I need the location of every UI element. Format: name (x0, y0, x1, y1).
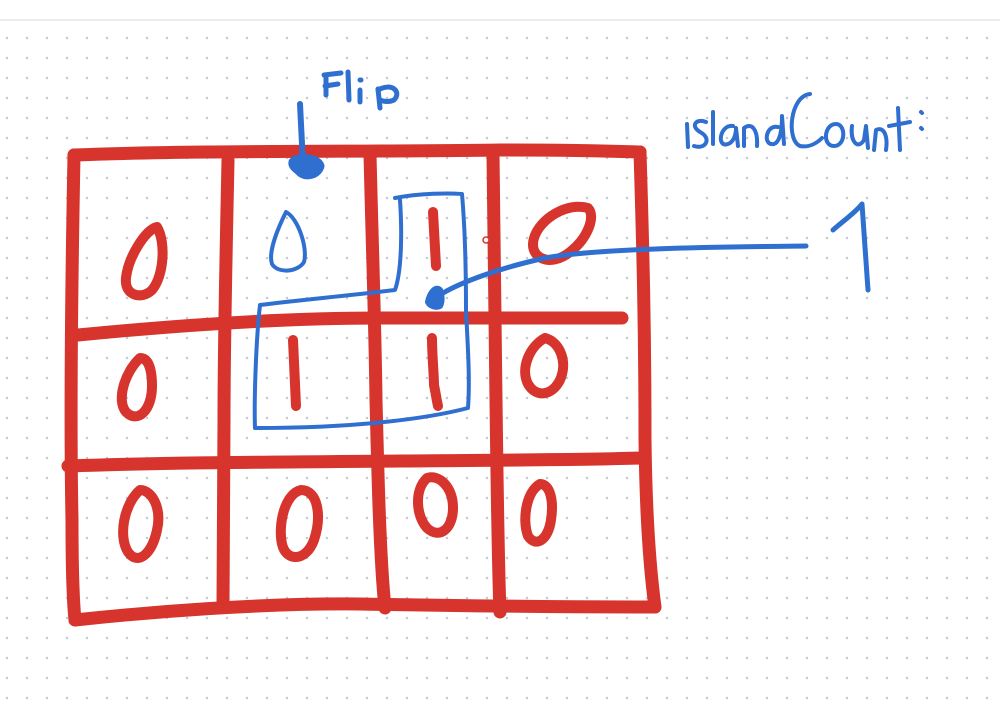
toolbar-divider (0, 19, 1000, 21)
cell-1-2-one (427, 333, 443, 411)
island-pointer-head (425, 285, 445, 310)
flip-arrow-shaft (297, 101, 306, 167)
grid-border-bottom (68, 597, 662, 627)
blue-annotations (252, 69, 924, 430)
grid-row-divider-1 (71, 311, 629, 342)
cell-1-3-zero (520, 333, 569, 399)
flip-label (321, 69, 400, 111)
grid-digits (116, 201, 597, 563)
cell-2-1-zero (275, 485, 323, 562)
cell-0-2-one (428, 207, 441, 271)
island-grid (61, 143, 662, 627)
island-count-value (830, 201, 871, 293)
cell-2-3-zero (520, 479, 557, 547)
grid-border-left (64, 148, 82, 627)
grid-col-divider-1 (216, 153, 235, 612)
cell-1-0-zero (116, 353, 157, 422)
island-pointer-line (435, 243, 809, 299)
flip-arrow-head (288, 154, 325, 180)
island-outline (252, 191, 471, 430)
island-count-label (685, 92, 924, 152)
cell-1-1-one (288, 335, 301, 411)
grid-border-right (633, 145, 662, 614)
selection-handle[interactable] (482, 236, 490, 244)
cell-0-0-zero (120, 222, 168, 301)
grid-col-divider-3 (486, 147, 507, 619)
top-bar (0, 0, 1000, 19)
grid-border-top (67, 143, 647, 162)
grid-row-divider-2 (61, 451, 647, 473)
cell-2-2-zero (413, 472, 458, 538)
cell-2-0-zero (118, 485, 164, 563)
cell-0-1-flipped-zero (269, 210, 307, 273)
grid-col-divider-2 (363, 147, 392, 615)
